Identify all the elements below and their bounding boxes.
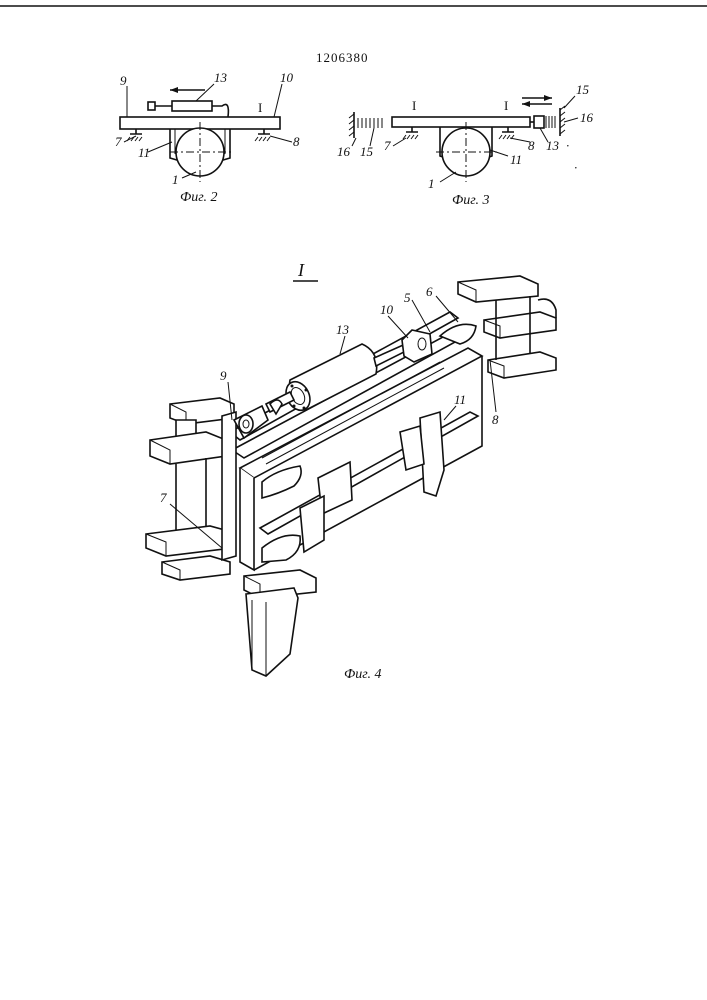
fig3-beam <box>392 117 530 127</box>
fig3-label-15-left: 15 <box>360 144 374 159</box>
svg-text:·: · <box>574 160 577 175</box>
fig2-wheel <box>176 128 224 176</box>
fig2-label-9: 9 <box>120 73 127 88</box>
fig4-label-7: 7 <box>160 490 167 505</box>
fig4-label-5: 5 <box>404 290 411 305</box>
fig4-label-8: 8 <box>492 412 499 427</box>
fig2-caption: Фиг. 2 <box>180 190 218 205</box>
fig3-label-7: 7 <box>384 138 391 153</box>
svg-text:·: · <box>566 138 569 153</box>
fig4-section-mark: I <box>297 260 305 280</box>
fig4-label-9: 9 <box>220 368 227 383</box>
fig2-ibeam-mark: I <box>258 100 263 115</box>
fig4-caption: Фиг. 4 <box>344 667 382 682</box>
fig3-label-15-right: 15 <box>576 82 590 97</box>
fig3-caption: Фиг. 3 <box>452 193 490 208</box>
fig3-label-16-left: 16 <box>337 144 351 159</box>
fig4-label-13: 13 <box>336 322 350 337</box>
fig2-label-7: 7 <box>115 134 122 149</box>
fig4-label-11: 11 <box>454 392 466 407</box>
fig2-label-1: 1 <box>172 172 179 187</box>
fig2-label-10: 10 <box>280 70 294 85</box>
fig3-label-1: 1 <box>428 176 435 191</box>
fig4-label-6: 6 <box>426 284 433 299</box>
fig3-label-8: 8 <box>528 138 535 153</box>
fig2-label-13: 13 <box>214 70 228 85</box>
fig3-label-11: 11 <box>510 152 522 167</box>
patent-number: 1206380 <box>316 50 369 65</box>
svg-text:I: I <box>504 98 509 113</box>
fig2-drawing: I <box>120 84 292 182</box>
fig3-wheel <box>442 128 490 176</box>
svg-text:I: I <box>412 98 417 113</box>
fig4-drawing <box>146 276 556 676</box>
fig2-label-8: 8 <box>293 134 300 149</box>
fig3-label-16-right: 16 <box>580 110 594 125</box>
fig3-label-13: 13 <box>546 138 560 153</box>
fig4-label-10: 10 <box>380 302 394 317</box>
fig2-label-11: 11 <box>138 145 150 160</box>
